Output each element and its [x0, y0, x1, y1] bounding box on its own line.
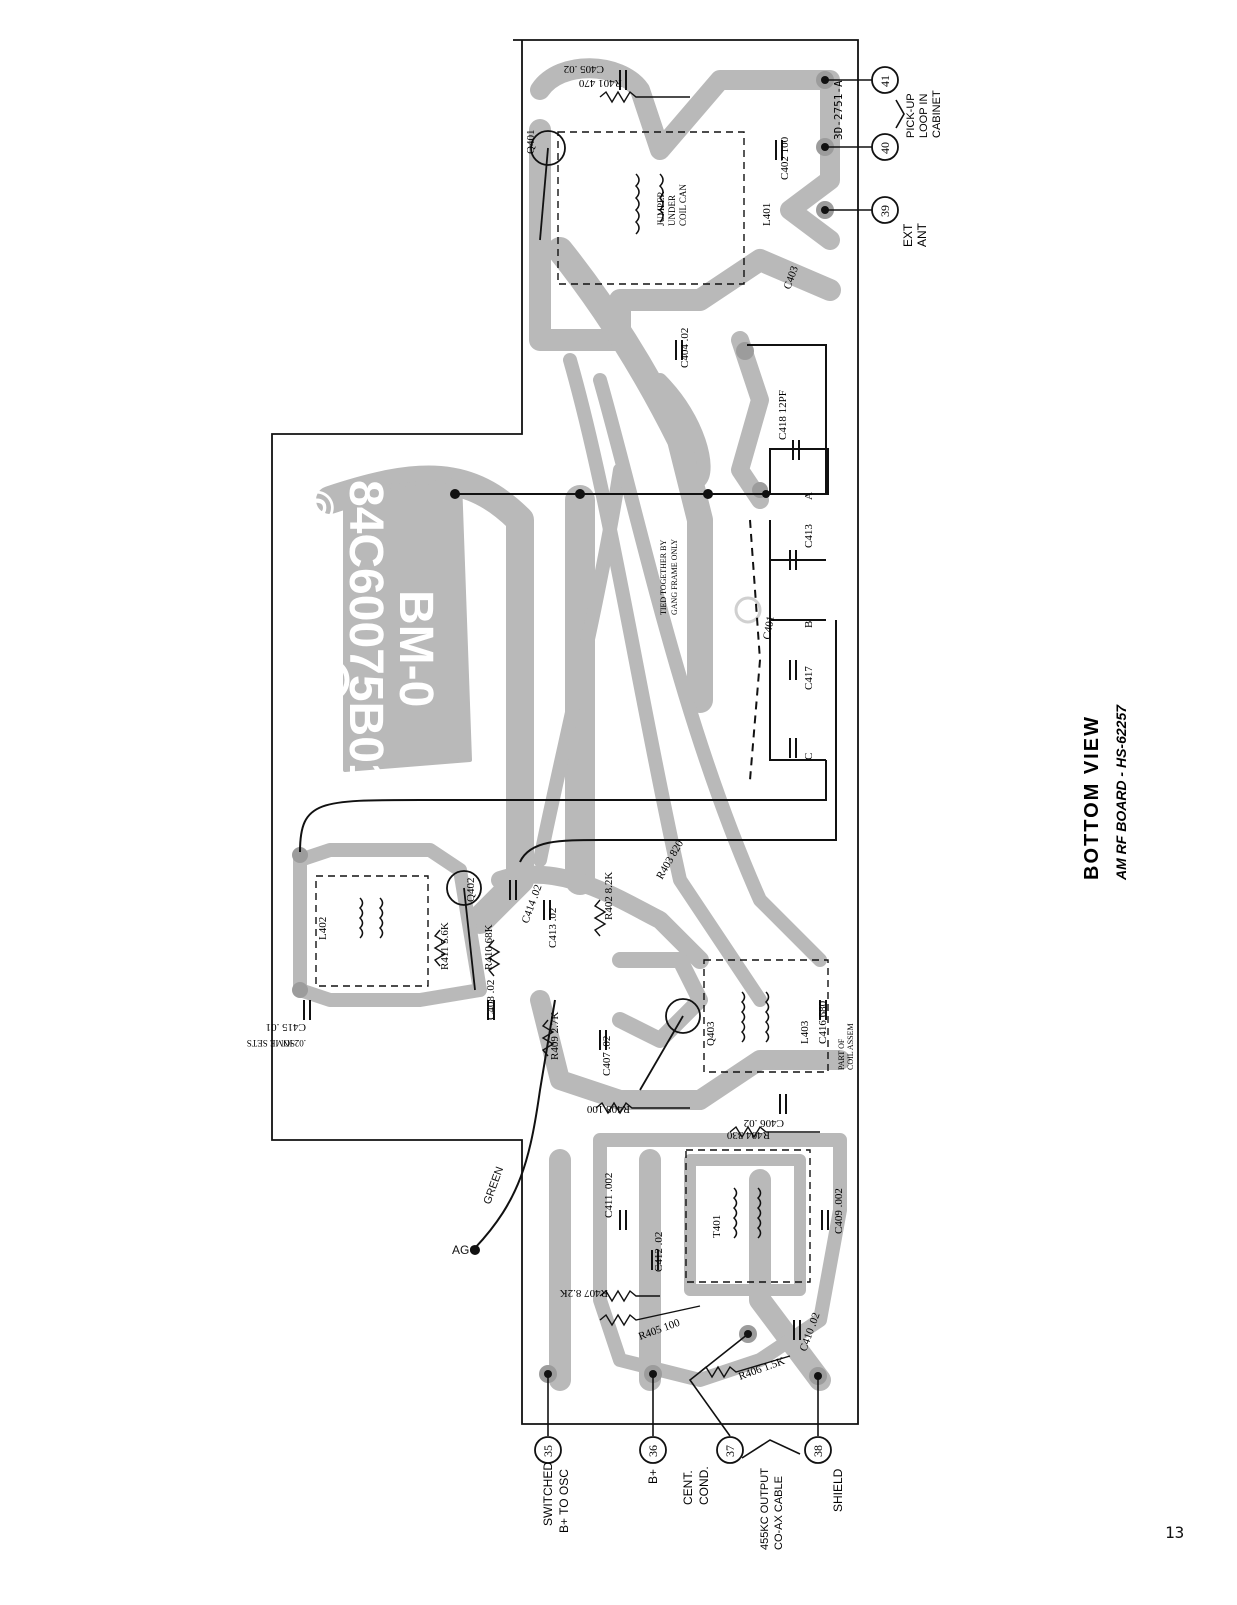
capacitor-label: C404 .02	[679, 328, 691, 368]
capacitor-label: C407 .02	[601, 1036, 613, 1076]
gang-tie-note: TIED TOGETHER BY	[659, 540, 668, 615]
caption-title: BOTTOM VIEW	[1081, 715, 1103, 880]
resistor-label: R408 100	[586, 1103, 630, 1115]
capacitor-label: C417	[803, 666, 815, 690]
gang-section-label: C	[803, 753, 815, 760]
transistor-label: Q403	[705, 1021, 717, 1046]
terminal-markers	[534, 66, 899, 1464]
some-sets-note: .02 IN	[283, 1038, 306, 1048]
resistor-label: R407 8.2K	[560, 1287, 608, 1299]
terminal-label: EXT	[901, 223, 915, 247]
terminal-number: 40	[878, 142, 892, 154]
some-sets-note: SOME SETS	[247, 1038, 295, 1048]
pickup-loop-note: CABINET	[931, 90, 943, 138]
terminal-number: 36	[646, 1445, 660, 1457]
gang-section-label: B	[803, 621, 815, 628]
caption-subtitle: AM RF BOARD - HS-62257	[1113, 704, 1129, 881]
caption-svg: BOTTOM VIEW AM RF BOARD - HS-62257	[1081, 704, 1129, 881]
capacitor-label: C409 .002	[833, 1188, 845, 1234]
copper-traces	[293, 58, 850, 1391]
resistor-label: R410 68K	[483, 924, 495, 970]
coil-label: L403	[799, 1020, 811, 1044]
capacitor-label: C415 .01	[266, 1021, 306, 1033]
agc-label: AGC	[452, 1243, 478, 1257]
capacitor-label: C413	[803, 524, 815, 548]
coil-label: L401	[761, 203, 773, 226]
resistor-label: R401 470	[578, 77, 622, 89]
resistor-label: R404 330	[726, 1129, 770, 1141]
green-wire-label: GREEN	[482, 1165, 507, 1206]
page-number: 13	[1165, 1523, 1185, 1542]
capacitor-label: C413 .02	[547, 908, 559, 948]
resistor-label: R402 8.2K	[603, 872, 615, 920]
coil-windings	[358, 173, 770, 1239]
terminal-label: COND.	[697, 1466, 711, 1505]
terminal-number: 38	[811, 1445, 825, 1457]
drawing-number: 3D-2751-A	[832, 80, 845, 140]
capacitor-label: C405 .02	[564, 63, 604, 75]
terminal-label: B+ TO OSC	[557, 1469, 571, 1533]
terminal-label: SWITCHED	[541, 1462, 555, 1526]
pickup-loop-note: PICK-UP	[905, 93, 917, 138]
terminal-number: 41	[878, 75, 892, 87]
board-outline	[271, 39, 859, 1425]
capacitor-label: C411 .002	[603, 1173, 615, 1218]
coil-label: T401	[711, 1215, 723, 1238]
transistor-symbols	[446, 130, 701, 1091]
board-marking: BM-0 84C60075B01 ©1966	[289, 480, 442, 790]
board-marking-code: BM-0	[389, 590, 442, 707]
coil-cans	[315, 131, 829, 1283]
jumper-note: COIL CAN	[678, 184, 688, 226]
board-nodes	[450, 76, 829, 1380]
board-part-number: 84C60075B01	[339, 480, 392, 790]
figure-caption: BOTTOM VIEW AM RF BOARD - HS-62257	[1070, 704, 1190, 881]
transistor-label: Q401	[525, 130, 537, 154]
motorola-logo-icon	[304, 596, 762, 703]
terminal-number: 39	[878, 205, 892, 217]
gang-section-label: A	[803, 492, 815, 500]
terminal-label: B+	[646, 1469, 660, 1484]
part-of-coil-note: COIL ASSEM	[846, 1023, 855, 1070]
terminal-number: 37	[723, 1445, 737, 1457]
resistor-label: R409 2.7K	[549, 1012, 561, 1060]
terminal-leads	[547, 79, 905, 1459]
jumper-note: JUMPER	[656, 191, 666, 226]
jumper-wires	[299, 344, 837, 1249]
resistor-label: R411 5.6K	[439, 922, 451, 970]
terminal-label: CENT.	[681, 1470, 695, 1505]
capacitor-label: C402 100	[779, 136, 791, 180]
terminal-number: 35	[541, 1445, 555, 1457]
capacitor-label: C401	[761, 615, 777, 641]
terminal-label: ANT	[915, 222, 929, 247]
capacitor-symbols	[303, 70, 829, 1340]
transistor-label: Q402	[465, 878, 477, 902]
output-cable-note: CO-AX CABLE	[773, 1476, 785, 1550]
resistor-symbols	[433, 90, 820, 1379]
coil-label: L402	[317, 917, 329, 940]
jumper-note: UNDER	[667, 195, 677, 226]
capacitor-label: C406 .02	[744, 1117, 784, 1129]
board-copyright: ©1966	[289, 490, 342, 632]
gang-tie-note: GANG FRAME ONLY	[670, 539, 679, 615]
terminal-label: SHIELD	[831, 1468, 845, 1512]
part-of-coil-note: PART OF	[837, 1038, 846, 1070]
capacitor-label: C412 .02	[653, 1232, 665, 1272]
capacitor-label: C416 680	[817, 1000, 829, 1044]
capacitor-label: C408 .02	[485, 980, 497, 1020]
output-cable-note: 455KC OUTPUT	[759, 1468, 771, 1550]
capacitor-label: C418 12PF	[777, 390, 789, 440]
pickup-loop-note: LOOP IN	[918, 94, 930, 138]
